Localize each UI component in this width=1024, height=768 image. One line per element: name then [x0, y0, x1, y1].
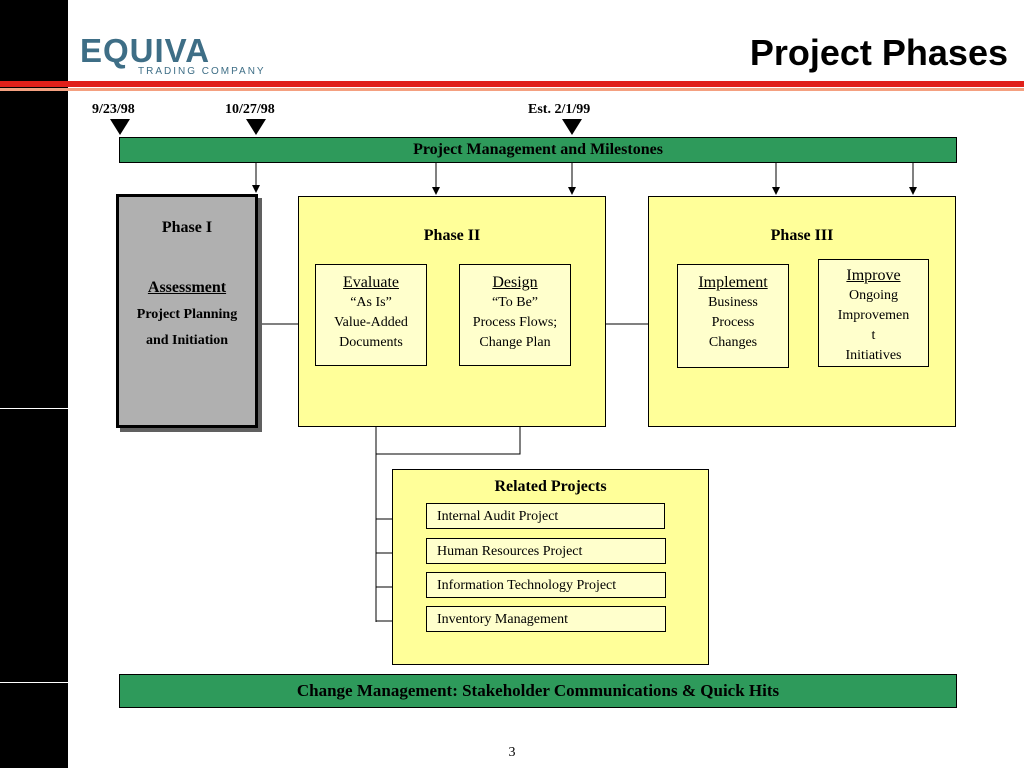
sidebar-divider	[0, 408, 68, 409]
related-project-item: Inventory Management	[426, 606, 666, 632]
phase1-line1: Project Planning	[136, 307, 238, 322]
project-management-label: Project Management and Milestones	[413, 141, 663, 158]
design-heading: Design	[492, 274, 538, 291]
logo-brand-text: EQUIVA	[80, 32, 211, 69]
milestone-marker-icon	[562, 119, 582, 135]
implement-box: Implement Business Process Changes	[677, 264, 789, 368]
design-line: “To Be”	[491, 295, 539, 310]
evaluate-heading: Evaluate	[343, 274, 399, 291]
page-number: 3	[508, 745, 516, 760]
header-rule-shadow	[0, 88, 1024, 91]
phase1-title: Phase I	[161, 219, 213, 236]
header-rule	[0, 81, 1024, 87]
milestone-date-1: 9/23/98	[92, 102, 135, 117]
implement-heading: Implement	[698, 274, 768, 291]
phase1-line2: and Initiation	[145, 333, 229, 348]
phase1-subtitle: Assessment	[147, 279, 227, 296]
sidebar-divider	[0, 682, 68, 683]
milestone-date-2: 10/27/98	[225, 102, 275, 117]
design-box: Design “To Be” Process Flows; Change Pla…	[459, 264, 571, 366]
evaluate-line: Documents	[339, 335, 403, 350]
equiva-logo: EQUIVA TRADING COMPANY	[80, 34, 266, 77]
evaluate-box: Evaluate “As Is” Value-Added Documents	[315, 264, 427, 366]
related-projects-title: Related Projects	[494, 478, 607, 495]
evaluate-line: Value-Added	[334, 315, 408, 330]
design-line: Change Plan	[479, 335, 551, 350]
phase2-title: Phase II	[423, 227, 481, 244]
implement-line: Business	[708, 295, 758, 310]
improve-heading: Improve	[846, 267, 901, 284]
related-project-item: Human Resources Project	[426, 538, 666, 564]
phase3-title: Phase III	[770, 227, 834, 244]
evaluate-line: “As Is”	[350, 295, 392, 310]
improve-line: Improvemen	[837, 308, 910, 323]
improve-line: t	[871, 328, 876, 343]
logo-sub-text: TRADING COMPANY	[138, 66, 266, 77]
project-management-bar: Project Management and Milestones	[119, 137, 957, 163]
change-management-label: Change Management: Stakeholder Communica…	[296, 681, 780, 700]
improve-box: Improve Ongoing Improvemen t Initiatives	[818, 259, 929, 367]
page-title: Project Phases	[749, 32, 1008, 73]
milestone-marker-icon	[246, 119, 266, 135]
improve-line: Ongoing	[849, 288, 898, 303]
left-sidebar-bar	[0, 0, 68, 768]
related-projects-box: Related Projects	[392, 469, 709, 665]
phase1-box: Phase I Assessment Project Planning and …	[116, 194, 258, 428]
milestone-date-3: Est. 2/1/99	[528, 102, 591, 117]
improve-line: Initiatives	[845, 348, 902, 363]
implement-line: Process	[711, 315, 755, 330]
milestone-marker-icon	[110, 119, 130, 135]
design-line: Process Flows;	[472, 315, 558, 330]
change-management-bar: Change Management: Stakeholder Communica…	[119, 674, 957, 708]
implement-line: Changes	[708, 335, 758, 350]
related-project-item: Internal Audit Project	[426, 503, 665, 529]
related-project-item: Information Technology Project	[426, 572, 666, 598]
